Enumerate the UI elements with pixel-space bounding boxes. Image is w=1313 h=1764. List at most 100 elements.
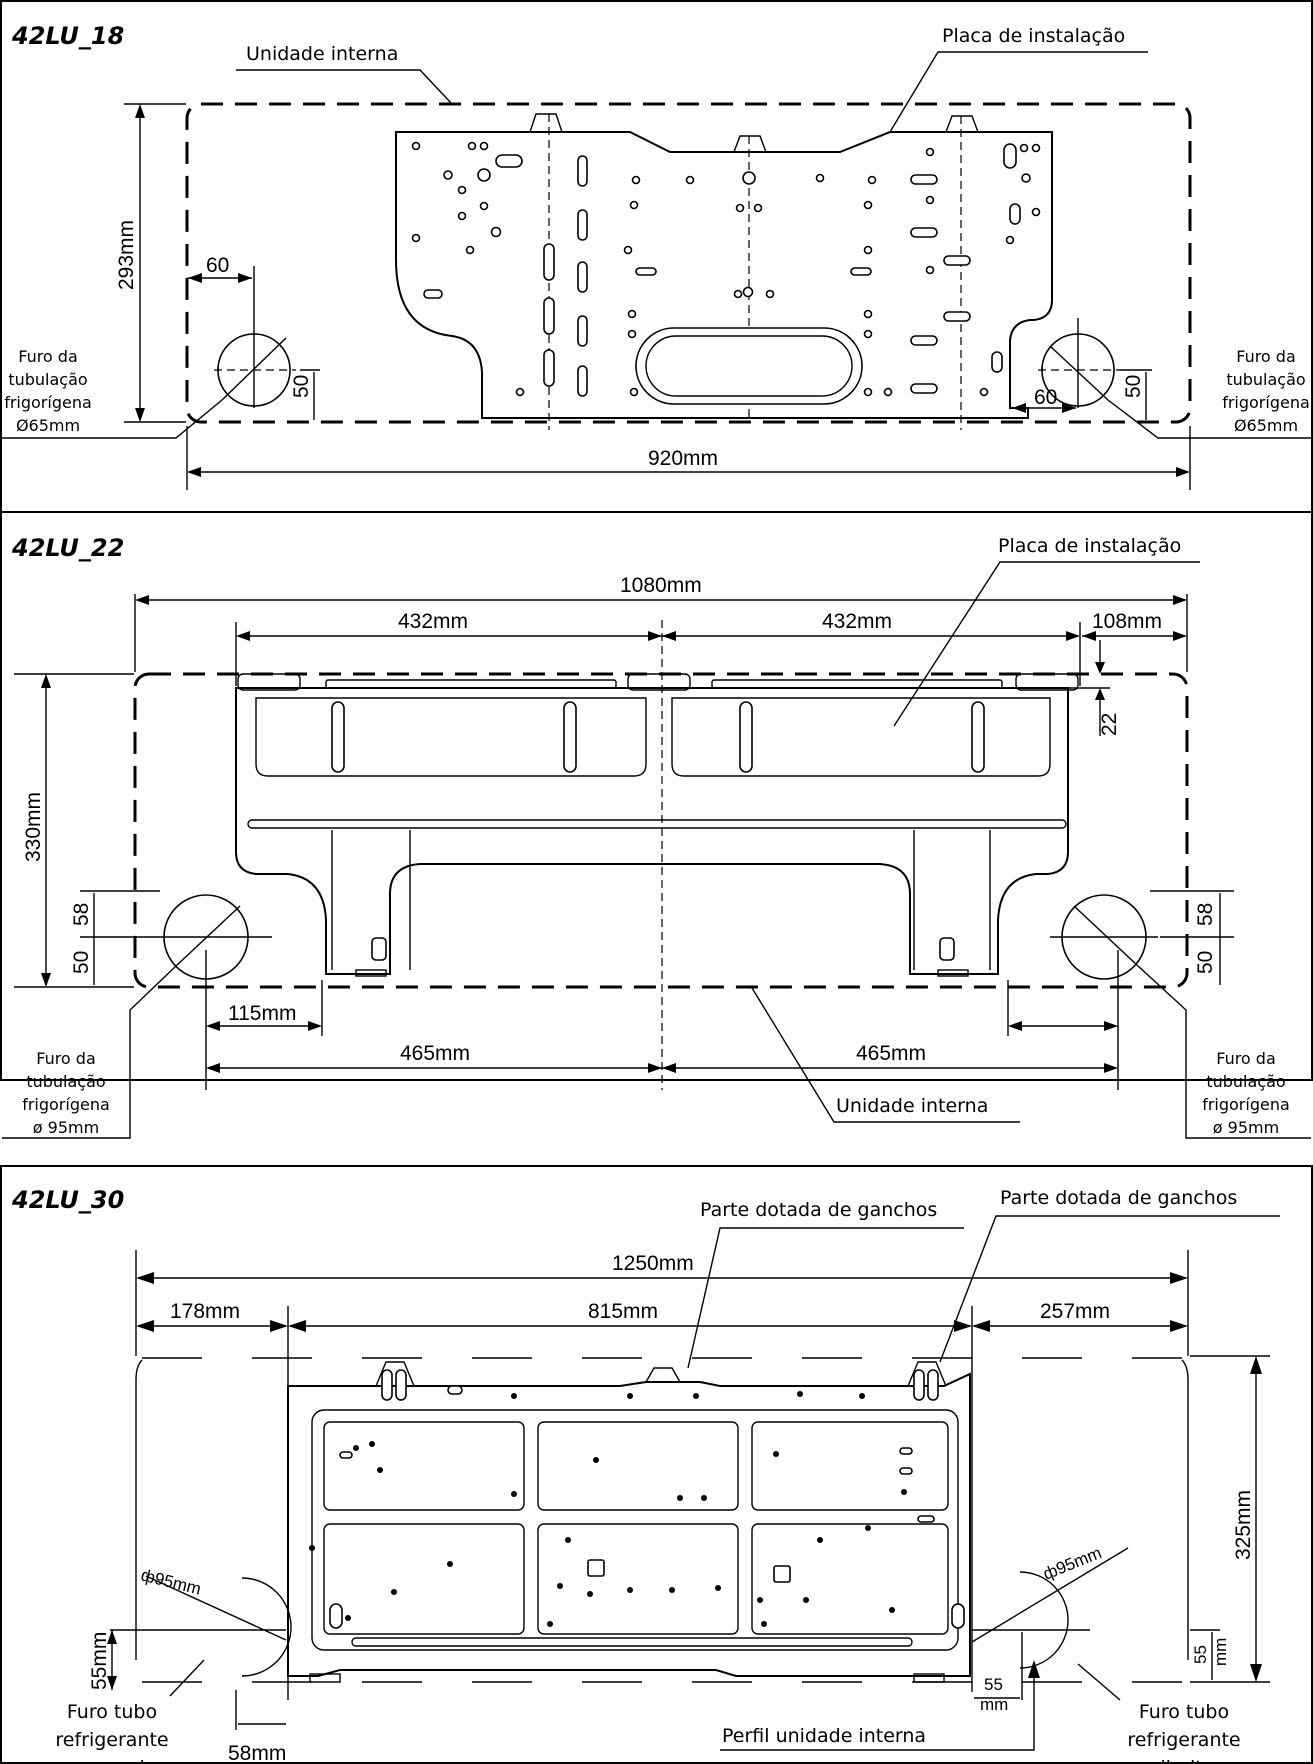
label-pipe-right: Furo tubo refrigerante direito	[1127, 1701, 1240, 1764]
leader-line	[1107, 399, 1311, 439]
indoor-profile-left	[135, 1359, 143, 1660]
label-indoor-unit: Unidade interna	[246, 43, 398, 65]
leader-line	[1137, 965, 1311, 1139]
dim-height: 330mm	[22, 792, 45, 862]
dim-right-offset: 60	[1034, 386, 1057, 409]
label-pipe-hole-left: Furo da tubulação frigorígena ø 95mm	[22, 1049, 110, 1137]
leader-line	[236, 69, 453, 105]
panel-42lu-22: 42LU_22	[0, 511, 1313, 1139]
dim-right-diameter: ф95mm	[1040, 1543, 1104, 1584]
indoor-unit-outline	[185, 102, 1192, 424]
svg-text:Furo da: Furo da	[1236, 347, 1296, 366]
leader-line	[169, 1659, 205, 1697]
leader-line	[720, 1664, 1035, 1751]
dim-left-hole-offset: 115mm	[228, 1002, 296, 1025]
dim-left-58: 58	[70, 903, 93, 926]
label-hook-part-1: Parte dotada de ganchos	[700, 1199, 937, 1221]
dim-height: 293mm	[115, 220, 138, 290]
dim-right-half: 465mm	[856, 1042, 926, 1065]
dim-top-gap: 22	[1098, 713, 1121, 736]
plate-slots	[329, 1369, 965, 1629]
diameter-line	[971, 1547, 1129, 1643]
dim-width: 1250mm	[612, 1252, 694, 1275]
dim-left-hole-height: 55mm	[88, 1632, 111, 1690]
panel-42lu-30: 42LU_30	[0, 1165, 1313, 1764]
dim-width: 1080mm	[620, 574, 702, 597]
model-label: 42LU_18	[11, 22, 124, 50]
arrow-heads	[236, 631, 1080, 641]
plate-tab	[627, 673, 691, 691]
svg-text:frigorígena: frigorígena	[1222, 393, 1310, 412]
oval-slot	[635, 327, 863, 405]
svg-text:Furo da: Furo da	[36, 1049, 96, 1068]
arrow-heads	[107, 1630, 117, 1690]
dim-width: 920mm	[648, 447, 718, 470]
leader-line	[2, 965, 177, 1139]
model-label: 42LU_30	[11, 1186, 124, 1214]
dim-left-offset: 60	[206, 254, 229, 277]
plate-tab	[913, 1673, 945, 1683]
svg-text:esquerdo: esquerdo	[68, 1757, 157, 1764]
svg-text:tubulação: tubulação	[1226, 370, 1305, 389]
installation-plate	[235, 687, 1069, 975]
svg-text:ø 95mm: ø 95mm	[33, 1118, 99, 1137]
plate-holes	[411, 141, 1041, 397]
plate-tab	[907, 1361, 947, 1387]
arrow-heads	[1028, 1660, 1040, 1678]
svg-text:frigorígena: frigorígena	[1202, 1095, 1290, 1114]
plate-tab	[733, 135, 767, 153]
dim-left-span: 432mm	[398, 610, 468, 633]
arrow-heads	[206, 1021, 322, 1031]
arrow-heads	[1012, 403, 1076, 413]
leader-line	[2, 399, 223, 439]
dim-right-margin: 108mm	[1092, 610, 1162, 633]
diameter-line	[1073, 905, 1139, 967]
svg-text:refrigerante: refrigerante	[55, 1729, 168, 1751]
plate-frames	[311, 1409, 959, 1651]
label-indoor-profile: Perfil unidade interna	[722, 1725, 926, 1747]
svg-text:Ø65mm: Ø65mm	[16, 416, 80, 435]
plate-tab	[711, 679, 1003, 689]
dim-right-hole-height: 50	[1122, 375, 1145, 398]
svg-text:Furo tubo: Furo tubo	[1139, 1701, 1229, 1723]
label-installation-plate: Placa de instalação	[942, 25, 1125, 47]
dim-right-50: 50	[1194, 951, 1217, 974]
dim-left-diameter: ф95mm	[139, 1565, 203, 1598]
plate-tab	[529, 113, 563, 133]
arrow-heads	[188, 273, 252, 283]
oval-slot-inner	[645, 335, 853, 397]
model-label: 42LU_22	[11, 534, 124, 562]
svg-text:tubulação: tubulação	[1206, 1072, 1285, 1091]
label-pipe-hole-right: Furo da tubulação frigorígena Ø65mm	[1222, 347, 1310, 435]
plate-tab	[645, 1367, 681, 1383]
plate-tab	[375, 1361, 415, 1387]
svg-text:tubulação: tubulação	[8, 370, 87, 389]
dim-left-50: 50	[70, 951, 93, 974]
label-pipe-hole-left: Furo da tubulação frigorígena Ø65mm	[4, 347, 92, 435]
diameter-line	[175, 905, 241, 967]
svg-text:Furo da: Furo da	[1216, 1049, 1276, 1068]
label-indoor-unit: Unidade interna	[836, 1095, 988, 1117]
dim-right-height-top: 55	[1191, 1645, 1210, 1664]
panel-frame	[0, 1165, 1313, 1764]
dim-right-offset-top: 55	[984, 1675, 1003, 1694]
diameter-line	[1049, 345, 1109, 401]
indoor-profile-right	[1181, 1359, 1189, 1660]
arrow-heads	[206, 1063, 1118, 1073]
plate-rail	[247, 819, 1067, 829]
svg-text:tubulação: tubulação	[26, 1072, 105, 1091]
leader-line	[751, 987, 1020, 1123]
pipe-hole-right	[1019, 1571, 1069, 1669]
dim-left-half: 465mm	[400, 1042, 470, 1065]
plate-tab	[309, 1673, 341, 1683]
plate-frame	[255, 697, 647, 777]
plate-tab	[1015, 673, 1079, 691]
plate-tab	[325, 679, 617, 689]
dim-right-span: 432mm	[822, 610, 892, 633]
dim-left-hole-offset: 58mm	[228, 1742, 286, 1764]
svg-text:refrigerante: refrigerante	[1127, 1729, 1240, 1751]
pipe-hole-left	[241, 1577, 292, 1677]
svg-text:Ø65mm: Ø65mm	[1234, 416, 1298, 435]
